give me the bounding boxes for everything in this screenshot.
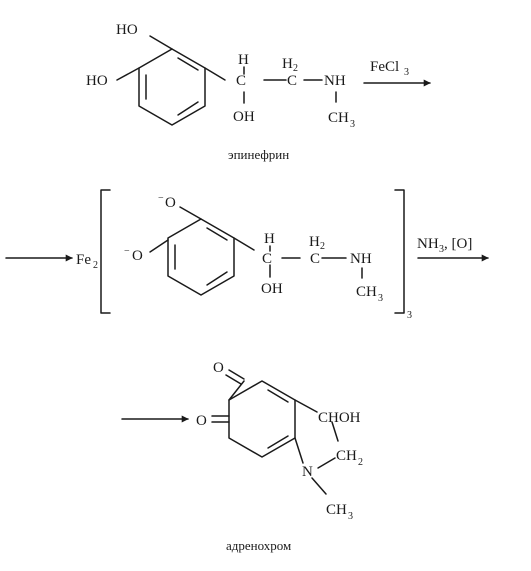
ring-double-bond	[177, 57, 199, 71]
ch3-label: CH	[326, 502, 347, 518]
reagent-nh: NH	[417, 236, 439, 252]
ring-double-bond	[267, 435, 289, 449]
epinephrine-ring	[138, 48, 206, 126]
iron-complex: Fe 2 3 − O − O H C H 2 C NH OH CH 3	[76, 189, 412, 321]
c2-label: C	[310, 251, 320, 267]
bracket-sub-label: 3	[407, 310, 412, 321]
h-label: H	[238, 52, 249, 68]
left-bracket	[100, 189, 111, 314]
right-bracket	[394, 189, 405, 314]
fe-sub-label: 2	[93, 260, 98, 271]
ring-top-bond	[228, 380, 245, 401]
o2-label: O	[132, 248, 143, 264]
bond-o1	[179, 206, 202, 220]
ring-double-bond	[267, 389, 289, 403]
ch2-sub-label: 2	[293, 63, 298, 74]
ring-double-bond	[206, 271, 228, 286]
ch2-sub-label: 2	[320, 241, 325, 252]
bond-choh-ch2	[331, 421, 339, 442]
choh-label: CHOH	[318, 410, 361, 426]
ho-left-label: HO	[86, 73, 108, 89]
ch2-sub-label: 2	[358, 457, 363, 468]
bond-ring-choh	[294, 399, 318, 413]
carbonyl-top	[225, 374, 242, 385]
bond-ring-chain	[204, 67, 226, 81]
o1-label: O	[165, 195, 176, 211]
bond-ring-chain	[233, 237, 255, 251]
reagent-nh-sub: 3	[439, 244, 444, 255]
reaction-arrow-1: FeCl 3	[363, 59, 431, 87]
oh-label: OH	[261, 281, 283, 297]
fe-label: Fe	[76, 252, 91, 268]
bond-ho-left	[116, 67, 140, 81]
o-top-label: O	[213, 360, 224, 376]
n-label: N	[302, 464, 313, 480]
epinephrine-caption: эпинефрин	[228, 147, 289, 162]
ch3-sub-label: 3	[350, 119, 355, 130]
minus1-label: −	[158, 193, 164, 204]
bond-o2	[149, 239, 169, 253]
adrenochrome-ring	[228, 380, 296, 458]
epinephrine-structure: HO HO H C H 2 C NH OH CH 3	[86, 22, 355, 130]
reaction-arrow-2: NH 3 , [O]	[417, 236, 489, 262]
reagent-fecl3-sub: 3	[404, 67, 409, 78]
adrenochrome-structure: O O CHOH CH 2 N CH 3	[196, 360, 363, 522]
bond-ch2-n	[317, 457, 336, 469]
complex-ring	[167, 218, 235, 296]
ring-double-bond	[177, 101, 199, 116]
ch2-label: CH	[336, 448, 357, 464]
h-label: H	[264, 231, 275, 247]
ch2-h-label: H	[309, 234, 320, 250]
minus2-label: −	[124, 246, 130, 257]
nh-label: NH	[350, 251, 372, 267]
bond-n-ch3	[311, 477, 327, 495]
c-label: C	[262, 251, 272, 267]
ch3-sub-label: 3	[348, 511, 353, 522]
ch3-sub-label: 3	[378, 293, 383, 304]
ho-top-label: HO	[116, 22, 138, 38]
oh-label: OH	[233, 109, 255, 125]
adrenochrome-caption: адренохром	[226, 538, 291, 553]
c2-label: C	[287, 73, 297, 89]
ring-double-bond	[206, 227, 228, 241]
ch3-label: CH	[356, 284, 377, 300]
reagent-rest: , [O]	[444, 236, 472, 252]
ch3-label: CH	[328, 110, 349, 126]
carbonyl-top	[228, 369, 245, 380]
bond-n-ring	[294, 437, 304, 464]
bond-ho-top	[149, 35, 173, 50]
reagent-fecl3: FeCl	[370, 59, 399, 75]
o-left-label: O	[196, 413, 207, 429]
c-label: C	[236, 73, 246, 89]
ch2-h-label: H	[282, 56, 293, 72]
nh-label: NH	[324, 73, 346, 89]
